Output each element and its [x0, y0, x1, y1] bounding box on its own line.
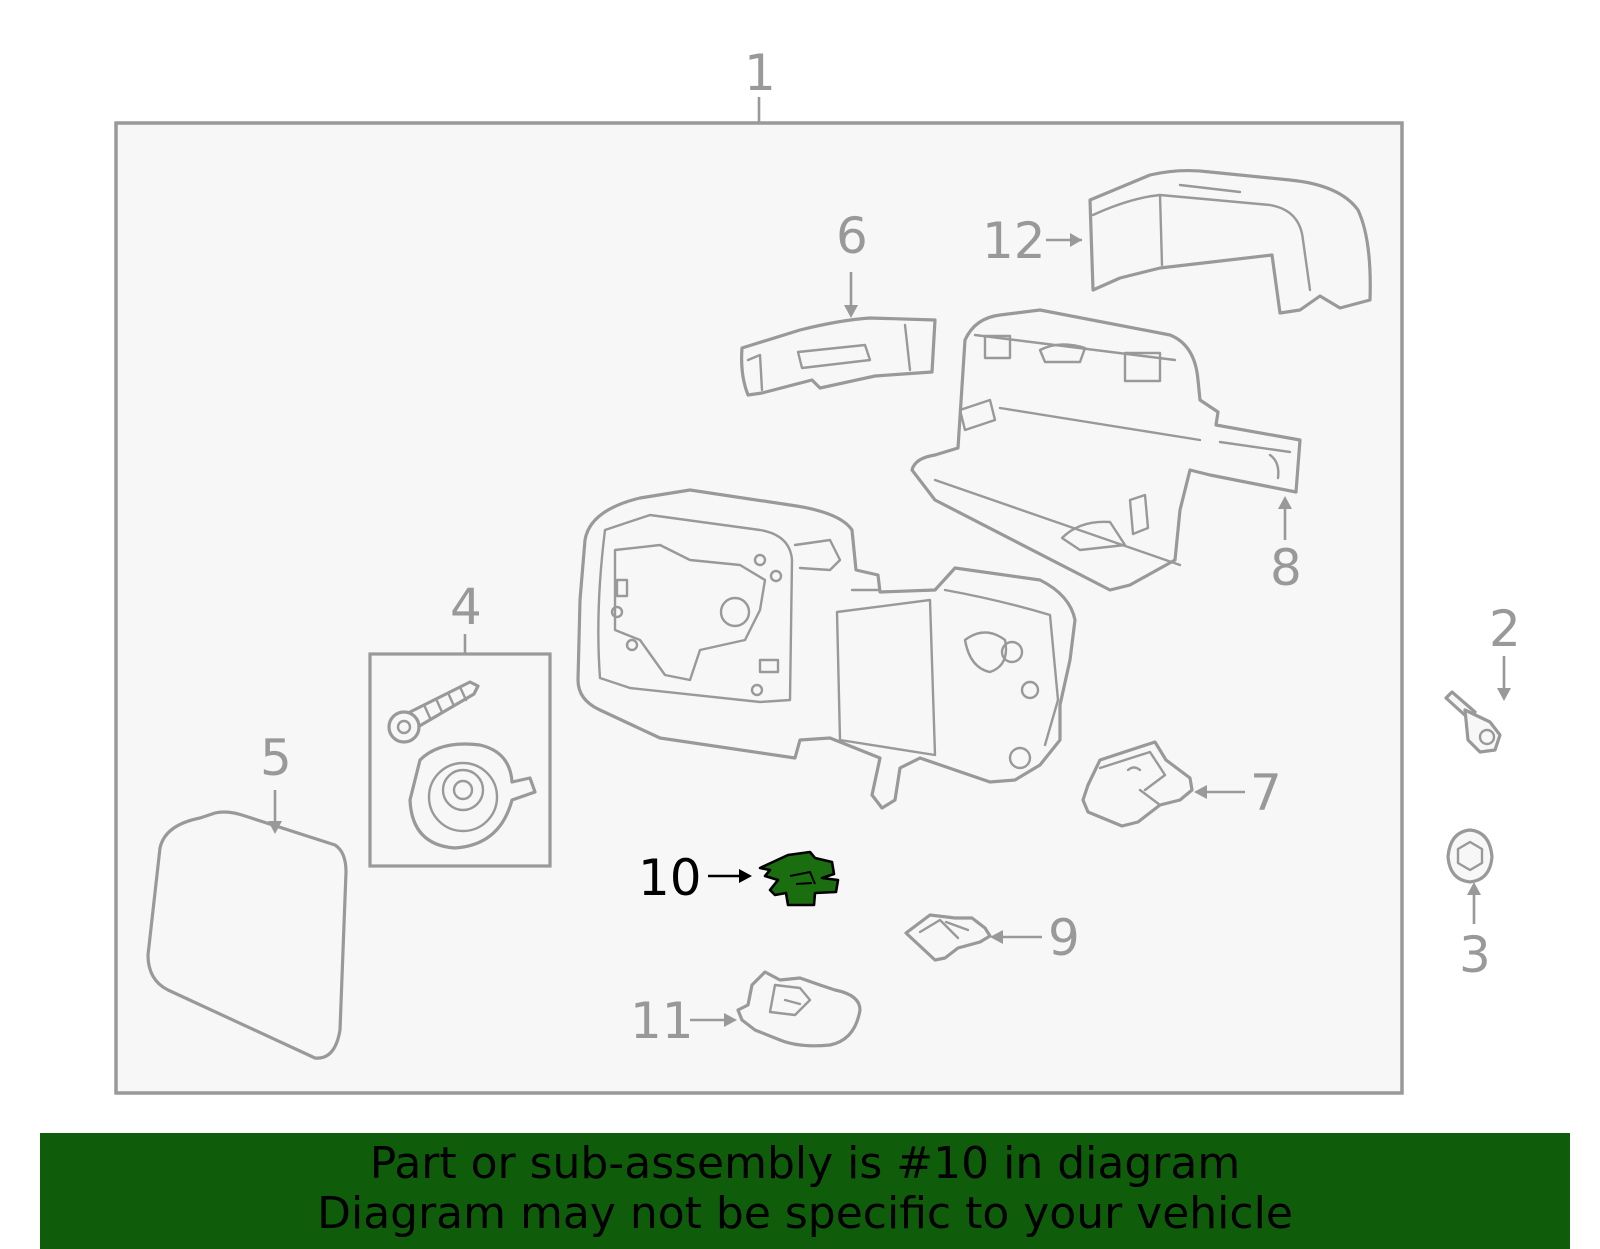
part-4-screw[interactable]	[387, 680, 480, 744]
part-7-bracket[interactable]	[1081, 740, 1194, 828]
callout-1[interactable]: 1	[744, 44, 776, 102]
parts-diagram: 1 12 6 8	[114, 44, 1521, 1095]
part-6-signal-lamp[interactable]	[740, 316, 937, 397]
callout-10[interactable]: 10	[638, 849, 702, 907]
part-4-motor[interactable]	[408, 742, 537, 850]
callout-7[interactable]: 7	[1250, 764, 1282, 822]
part-8-mirror-housing[interactable]	[910, 308, 1302, 592]
callout-11[interactable]: 11	[630, 992, 694, 1050]
callout-6[interactable]: 6	[836, 207, 868, 265]
callout-4[interactable]: 4	[450, 578, 482, 636]
callout-9[interactable]: 9	[1048, 909, 1080, 967]
part-9-clip[interactable]	[904, 913, 992, 962]
callout-3[interactable]: 3	[1459, 926, 1491, 984]
callout-8[interactable]: 8	[1270, 539, 1302, 597]
part-12-mirror-cap[interactable]	[1088, 168, 1372, 315]
banner-line-2: Diagram may not be specific to your vehi…	[317, 1188, 1293, 1239]
callout-2[interactable]: 2	[1489, 600, 1521, 658]
part-2-bolt[interactable]	[1444, 690, 1502, 754]
part-4-box	[368, 652, 552, 868]
mirror-body-assembly[interactable]	[576, 488, 1077, 810]
part-5-mirror-glass[interactable]	[146, 810, 348, 1060]
banner-line-1: Part or sub-assembly is #10 in diagram	[369, 1138, 1241, 1189]
part-3-nut[interactable]	[1446, 828, 1494, 884]
callout-5[interactable]: 5	[260, 729, 292, 787]
info-banner: Part or sub-assembly is #10 in diagram D…	[40, 1133, 1570, 1249]
part-11-plate[interactable]	[736, 970, 862, 1048]
part-10-clip-highlighted[interactable]	[758, 850, 840, 907]
callout-12[interactable]: 12	[982, 212, 1046, 270]
